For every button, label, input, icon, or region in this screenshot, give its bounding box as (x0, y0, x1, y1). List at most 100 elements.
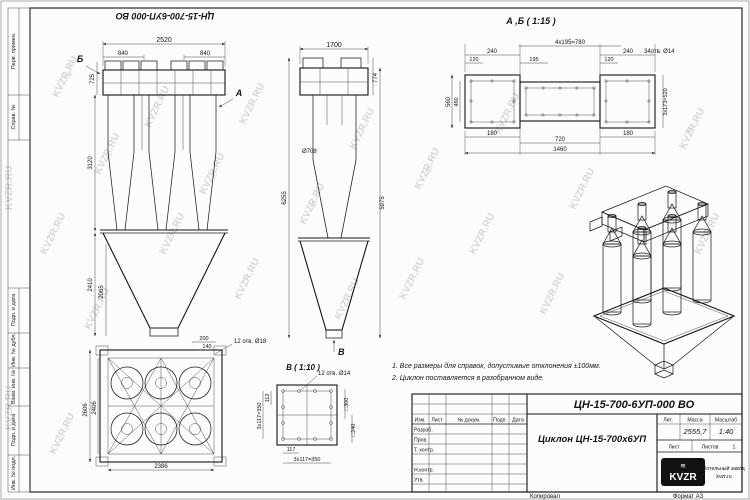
mass-label: Масса (687, 418, 702, 424)
col-list: Лист (431, 418, 443, 424)
dim-1460: 1460 (553, 147, 567, 153)
view-detail-ab: А ,Б ( 1:15 ) 4х195=780 240 240 120 195 … (446, 16, 675, 155)
margin-label: Инв. № подл. (11, 455, 17, 490)
iso-cyclone (632, 226, 652, 328)
holes-12-d14: 12 отв. Ø14 (318, 371, 351, 377)
view-plan: 200 140 12 отв. Ø18 2606 2406 2386 (83, 336, 267, 472)
dim-4x195: 4х195=780 (555, 40, 586, 46)
iso-cyclone (692, 202, 712, 304)
dim-1700: 1700 (326, 42, 342, 49)
row-tkontr: Т. контр. (414, 448, 434, 454)
watermark-layer: KVZR.RU KVZR.RU KVZR.RU KVZR.RU KVZR.RU … (4, 55, 722, 457)
dim-240-left: 240 (487, 49, 498, 55)
dim-720: 720 (555, 137, 566, 143)
dim-5975: 5975 (380, 196, 386, 210)
sheet-label: Лист (668, 445, 680, 451)
dim-3120: 3120 (88, 156, 94, 170)
dim-840-left: 840 (118, 51, 129, 57)
row-razrab: Разраб. (414, 428, 433, 434)
dim-774: 774 (373, 72, 379, 83)
watermark-text: KVZR.RU (398, 257, 427, 302)
watermark-logo-glyph: ≋ (423, 165, 435, 176)
watermark-text: KVZR.RU (333, 277, 362, 322)
holes-12-d18: 12 отв. Ø18 (234, 339, 267, 345)
row-nkontr: Н.контр. (414, 468, 434, 474)
dim-117: 117 (287, 447, 296, 453)
dim-d708: Ø708 (302, 149, 317, 155)
sheets-label: Листов (702, 445, 719, 451)
scale-label: Масштаб (715, 418, 737, 424)
copied-label: Копировал (530, 494, 561, 500)
detail-ab-title: А ,Б ( 1:15 ) (505, 16, 555, 26)
company-name: Котельный завод (703, 465, 744, 472)
mass-value: 2555,7 (683, 427, 708, 436)
left-margin-labels: Перв. примен. Справ. № Подп. и дата Инв.… (11, 32, 17, 490)
watermark-text: KVZR.RU (233, 257, 262, 302)
format-label: Формат А3 (673, 494, 704, 500)
watermark-logo-glyph: ≋ (63, 70, 75, 81)
bottom-strip: Копировал Формат А3 (530, 494, 704, 500)
iso-cyclone (662, 214, 682, 316)
note-1: 1. Все размеры для справок, допустимые о… (392, 362, 601, 370)
margin-label: Справ. № (11, 104, 17, 129)
company-site: kvzr.ru (716, 474, 731, 480)
dim-sq300: □300 (344, 398, 350, 411)
view-side: 1700 774 Ø708 6255 5975 В (282, 42, 386, 357)
dim-2520: 2520 (156, 37, 172, 44)
row-prov: Пров. (414, 438, 428, 444)
dim-2065: 2065 (99, 285, 105, 299)
section-label-a: А (235, 88, 243, 98)
row-utv: Утв. (414, 478, 424, 484)
watermark-text: KVZR.RU (468, 212, 497, 257)
dim-112: 112 (265, 394, 271, 403)
note-2: 2. Циклон поставляется в разобранном вид… (391, 374, 544, 382)
dim-180-left: 180 (487, 131, 498, 137)
margin-label: Инв. № дубл. (11, 333, 17, 368)
watermark-text: KVZR.RU (39, 212, 68, 257)
watermark-logo-glyph: ≋ (208, 170, 220, 181)
dim-6255: 6255 (282, 191, 288, 205)
dim-2386: 2386 (154, 464, 168, 470)
watermark-logo-glyph: ≋ (308, 200, 320, 211)
drawing-designation: ЦН-15-700-6УП-000 ВО (574, 399, 695, 411)
dim-120-left: 120 (469, 57, 478, 63)
col-doc: № докум. (458, 418, 481, 424)
margin-label: Перв. примен. (11, 32, 17, 69)
view-isometric (589, 185, 736, 379)
dim-2406: 2406 (92, 401, 98, 415)
watermark-text: KVZR.RU (348, 107, 377, 152)
margin-label: Подп. и дата (11, 293, 17, 326)
dim-140: 140 (202, 344, 211, 350)
section-label-b: Б (77, 54, 84, 64)
watermark-text: KVZR.RU (4, 386, 15, 430)
margin-label: Подп. и дата (11, 413, 17, 446)
dim-3x117-bottom: 3х117=350 (294, 457, 321, 463)
dim-sq240: □240 (351, 424, 357, 437)
watermark-logo-glyph: ≋ (683, 125, 695, 136)
watermark-text: KVZR.RU (48, 412, 77, 457)
col-date: Дата (512, 418, 524, 424)
notes: 1. Все размеры для справок, допустимые о… (391, 362, 601, 382)
iso-cyclone (602, 214, 622, 316)
dim-3x117-left: 3х117=350 (257, 403, 263, 430)
watermark-text: KVZR.RU (143, 85, 172, 130)
col-podp: Подп. (493, 418, 507, 424)
dim-180-right: 180 (623, 131, 634, 137)
drawing-name: Циклон ЦН-15-700х6УП (538, 434, 646, 445)
logo-wave-glyph: ≋ (680, 463, 686, 470)
section-label-v: В (338, 347, 345, 357)
dim-725: 725 (90, 73, 96, 84)
dim-195: 195 (529, 57, 538, 63)
watermark-text: KVZR.RU (568, 167, 597, 212)
col-izm: Изм. (414, 418, 425, 424)
dim-200: 200 (199, 336, 208, 342)
dim-840-right: 840 (200, 51, 211, 57)
watermark-text: KVZR.RU (493, 92, 522, 137)
dim-560: 560 (446, 96, 452, 107)
view-front: 2520 840 840 725 3120 2410 2065 Б А (77, 37, 243, 337)
watermark-text: KVZR.RU (83, 287, 112, 332)
view-detail-v: В ( 1:10 ) 12 отв. Ø14 117 3х117=350 112… (257, 363, 357, 464)
dim-2410: 2410 (88, 278, 94, 292)
